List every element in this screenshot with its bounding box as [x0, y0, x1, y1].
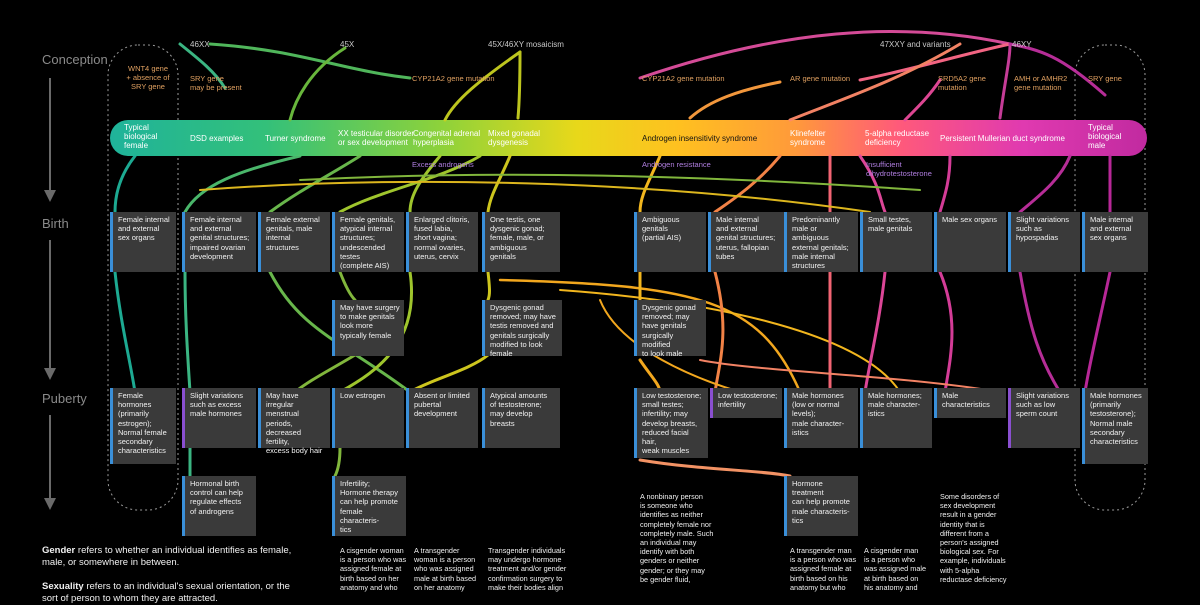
- surgery-box-mixed: Dysgenic gonad removed; may have testis …: [482, 300, 562, 358]
- birth-box-cah: Enlarged clitoris, fused labia, short va…: [406, 212, 478, 272]
- birth-box-male: Male internal and external sex organs: [1082, 212, 1148, 272]
- chromosome-47xxy: 47XXY and variants: [880, 40, 951, 49]
- sub-androgen-resistance: Androgen resistance: [642, 160, 711, 169]
- puberty-box-irregular: May have irregular menstrual periods, de…: [258, 388, 330, 455]
- band-mixed-gonadal: Mixed gonadal dysgenesis: [488, 129, 541, 147]
- gene-sry-male: SRY gene: [1088, 74, 1122, 83]
- puberty-box-male-hormones: Male hormones; male character- istics: [860, 388, 932, 448]
- birth-box-predominantly-male: Predominantly male or ambiguous external…: [784, 212, 858, 272]
- gene-ar: AR gene mutation: [790, 74, 851, 83]
- puberty-box-low-testosterone: Low testosterone; infertility: [710, 388, 782, 418]
- puberty-box-male-low-normal: Male hormones (low or normal levels); ma…: [784, 388, 858, 448]
- flow-curves: [113, 29, 1112, 478]
- puberty-box-klinefelter: Low testosterone; small testes; infertil…: [634, 388, 708, 458]
- note-cisgender-woman: A cisgender woman is a person who was as…: [340, 546, 407, 592]
- band-klinefelter: Klinefelter syndrome: [790, 129, 826, 147]
- legend-sexuality-term: Sexuality: [42, 581, 84, 592]
- puberty-box-absent: Absent or limited pubertal development: [406, 388, 478, 448]
- gene-cyp21a2-2: CYP21A2 gene mutation: [642, 74, 725, 83]
- band-cah: Congenital adrenal hyperplasia: [413, 129, 481, 147]
- later-box-female-therapy: Infertility; Hormone therapy can help pr…: [332, 476, 406, 536]
- timeline-arrows: [44, 78, 56, 510]
- stage-label-birth: Birth: [42, 216, 69, 231]
- gene-amh: AMH or AMHR2 gene mutation: [1014, 74, 1068, 92]
- note-transgender-man: A transgender man is a person who was as…: [790, 546, 857, 592]
- legend-sexuality-text: refers to an individual's sexual orienta…: [42, 581, 290, 604]
- note-transgender-woman: A transgender woman is a person who was …: [414, 546, 477, 592]
- band-turner: Turner syndrome: [265, 134, 326, 143]
- note-disorders: Some disorders of sex development result…: [940, 492, 1007, 584]
- legend-sexuality: Sexuality refers to an individual's sexu…: [42, 581, 292, 605]
- surgery-box-female: May have surgery to make genitals look m…: [332, 300, 404, 356]
- stage-label-conception: Conception: [42, 52, 108, 67]
- chromosome-46xy: 46XY: [1012, 40, 1032, 49]
- dotted-frames: [107, 44, 1146, 511]
- legend-gender-text: refers to whether an individual identifi…: [42, 545, 292, 568]
- chromosome-46xx: 46XX: [190, 40, 210, 49]
- band-5alpha: 5-alpha reductase deficiency: [865, 129, 930, 147]
- note-nonbinary: A nonbinary person is someone who identi…: [640, 492, 714, 584]
- birth-box-mixed: One testis, one dysgenic gonad; female, …: [482, 212, 560, 272]
- legend-gender-term: Gender: [42, 545, 76, 556]
- chromosome-45x: 45X: [340, 40, 355, 49]
- gene-cyp21a2-1: CYP21A2 gene mutation: [412, 74, 495, 83]
- puberty-box-atypical: Atypical amounts of testosterone; may de…: [482, 388, 560, 448]
- gene-srd5a2: SRD5A2 gene mutation: [938, 74, 986, 92]
- stage-label-puberty: Puberty: [42, 391, 87, 406]
- puberty-box-male: Male hormones (primarily testosterone); …: [1082, 388, 1148, 464]
- band-dsd-examples: DSD examples: [190, 134, 244, 143]
- note-transgender-individuals: Transgender individuals may undergo horm…: [488, 546, 567, 592]
- band-typical-female: Typical biological female: [124, 123, 158, 150]
- surgery-box-male: Dysgenic gonad removed; may have genital…: [634, 300, 706, 358]
- sub-excess-androgens: Excess androgens: [412, 160, 474, 169]
- gene-wnt4: WNT4 gene + absence of SRY gene: [126, 64, 170, 91]
- band-pmds: Persistent Mullerian duct syndrome: [940, 134, 1065, 143]
- birth-box-ais: Ambiguous genitals (partial AIS): [634, 212, 706, 272]
- note-cisgender-man: A cisgender man is a person who was assi…: [864, 546, 927, 592]
- birth-box-dsd: Female internal and external genital str…: [182, 212, 256, 272]
- puberty-box-slight-excess: Slight variations such as excess male ho…: [182, 388, 256, 448]
- chromosome-mosaicism: 45X/46XY mosaicism: [488, 40, 564, 49]
- puberty-box-low-sperm: Slight variations such as low sperm coun…: [1008, 388, 1080, 448]
- band-ais: Androgen insensitivity syndrome: [642, 134, 758, 143]
- birth-box-small-testes: Small testes, male genitals: [860, 212, 932, 272]
- later-box-birth-control: Hormonal birth control can help regulate…: [182, 476, 256, 536]
- band-typical-male: Typical biological male: [1088, 123, 1122, 150]
- gene-sry-female: SRY gene may be present: [190, 74, 242, 92]
- band-xx-testicular: XX testicular disorder or sex developmen…: [338, 129, 415, 147]
- legend-gender: Gender refers to whether an individual i…: [42, 545, 292, 569]
- birth-box-male-internal: Male internal and external genital struc…: [708, 212, 784, 272]
- condition-band: [110, 120, 1147, 156]
- puberty-box-male-char: Male characteristics: [934, 388, 1006, 418]
- birth-box-male-organs: Male sex organs: [934, 212, 1006, 272]
- puberty-box-low-estrogen: Low estrogen: [332, 388, 404, 448]
- sub-insufficient-dht: Insufficient dihydrotestosterone: [866, 160, 932, 178]
- birth-box-female: Female internal and external sex organs: [110, 212, 176, 272]
- birth-box-xx-testicular: Female genitals, atypical internal struc…: [332, 212, 404, 272]
- birth-box-turner: Female external genitals, male internal …: [258, 212, 330, 272]
- later-box-male-treatment: Hormone treatment can help promote male …: [784, 476, 858, 536]
- puberty-box-female: Female hormones (primarily estrogen); No…: [110, 388, 176, 464]
- birth-box-hypospadias: Slight variations such as hypospadias: [1008, 212, 1080, 272]
